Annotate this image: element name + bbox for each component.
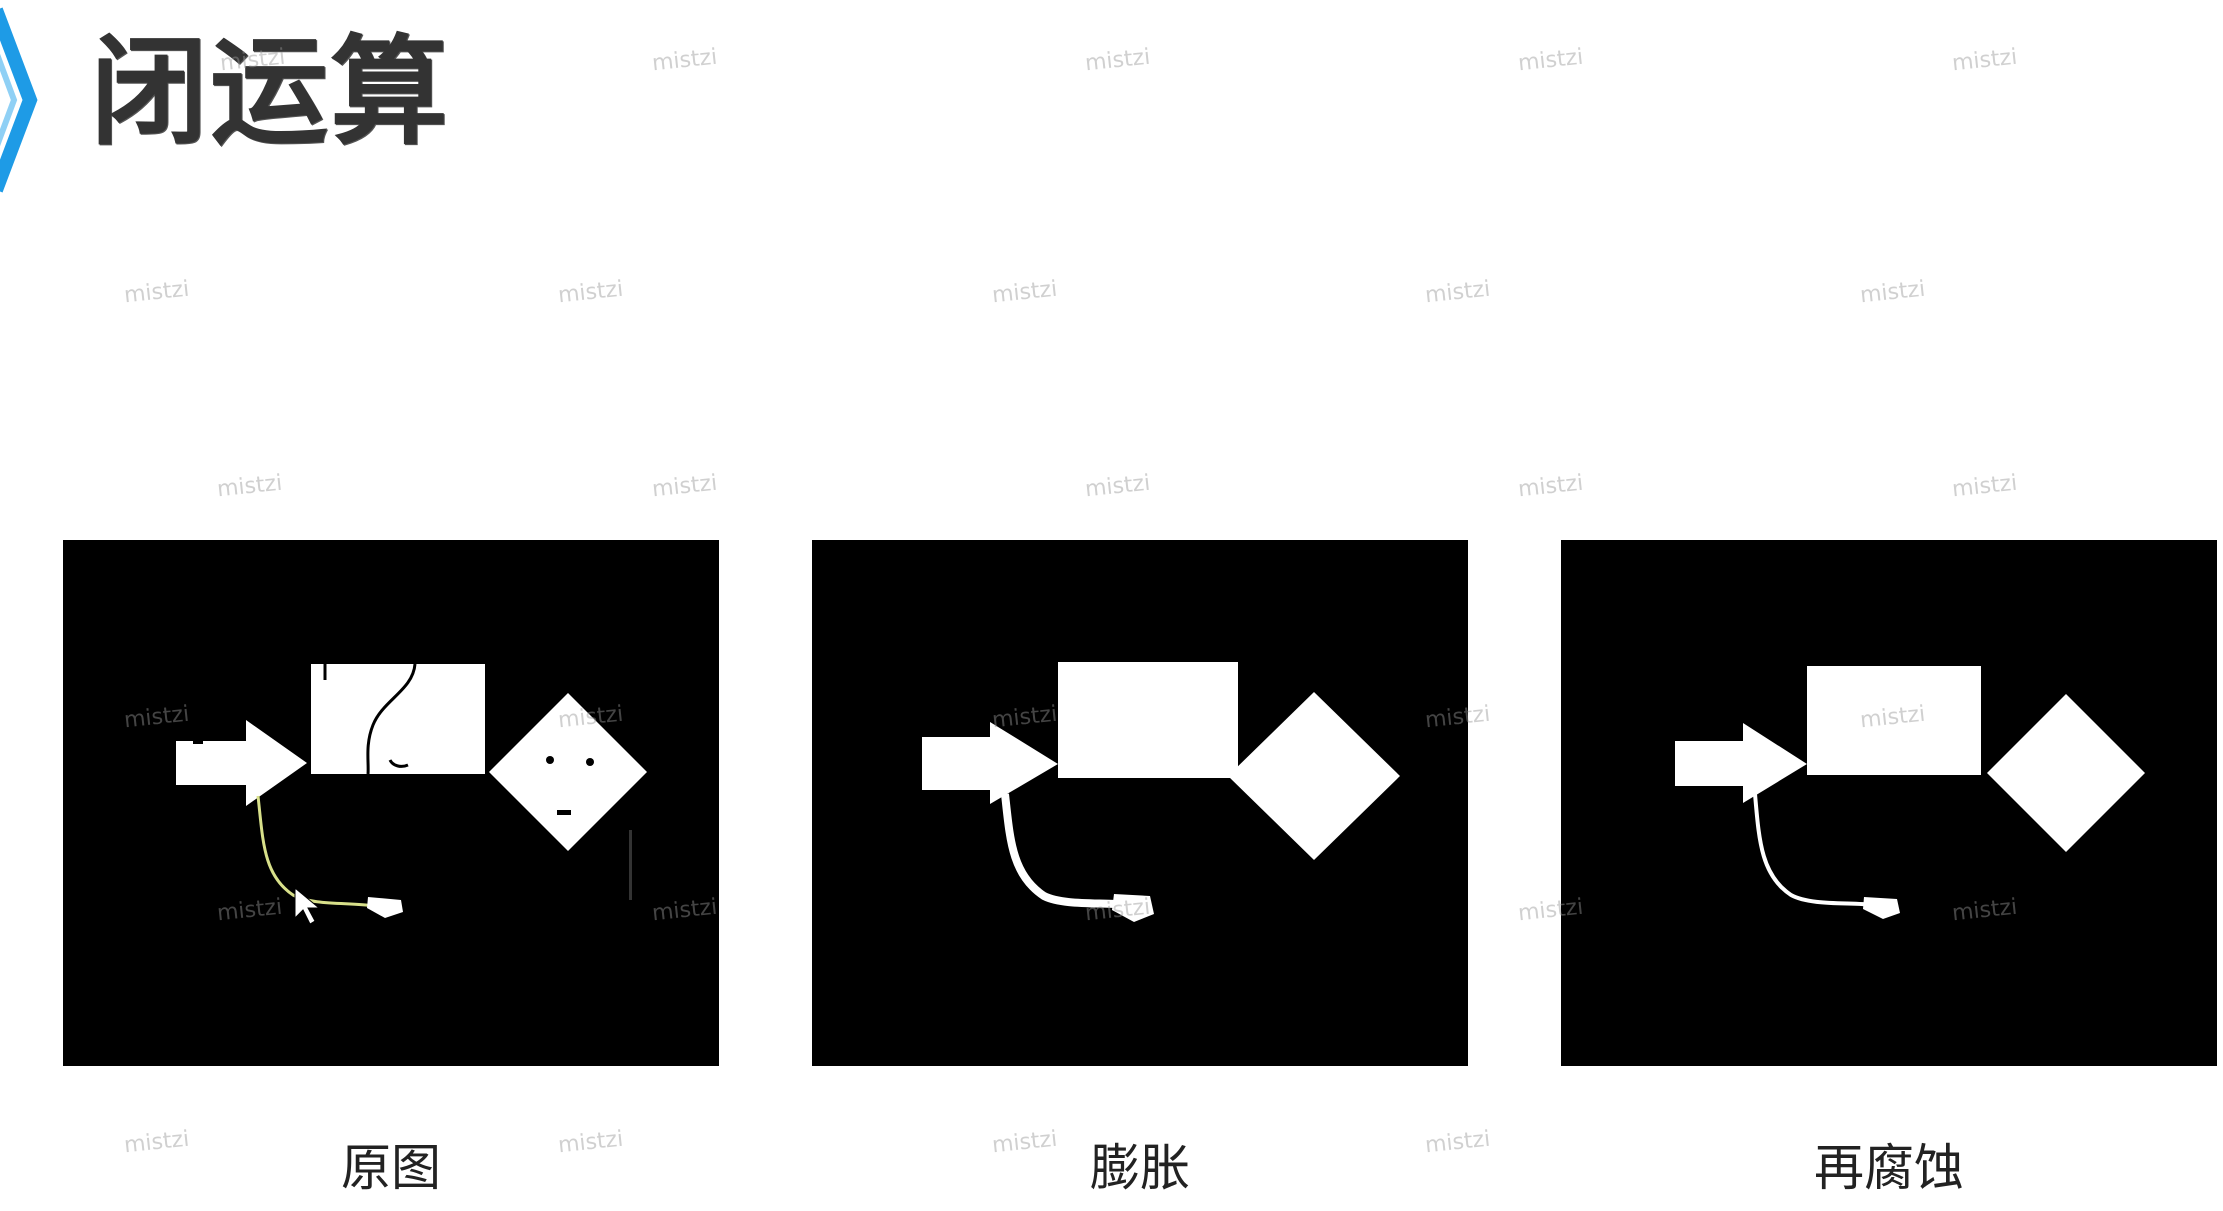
watermark: mistzi	[1858, 276, 1927, 309]
arrow-shape	[176, 720, 307, 806]
watermark: mistzi	[650, 44, 719, 77]
rectangle-shape	[311, 664, 485, 774]
watermark: mistzi	[1950, 44, 2019, 77]
arrow-shape	[1675, 723, 1807, 803]
rectangle-shape	[1058, 662, 1238, 778]
watermark: mistzi	[215, 470, 284, 503]
slide-title: 闭运算	[90, 23, 451, 161]
chevron-accent-icon	[0, 7, 38, 193]
watermark: mistzi	[1950, 470, 2019, 503]
arrow-shape	[922, 722, 1058, 804]
diamond-shape	[1987, 694, 2145, 852]
diamond-shape	[489, 693, 647, 851]
diamond-shape	[1228, 692, 1400, 860]
watermark: mistzi	[1516, 470, 1585, 503]
original-image	[63, 540, 719, 1066]
caption-dilate: 膨胀	[1090, 1139, 1190, 1197]
watermark: mistzi	[1423, 276, 1492, 309]
watermark: mistzi	[556, 276, 625, 309]
watermark: mistzi	[1083, 44, 1152, 77]
dilated-image	[812, 540, 1468, 1066]
rectangle-shape	[1807, 666, 1981, 775]
closed-image	[1561, 540, 2217, 1066]
watermark: mistzi	[1516, 44, 1585, 77]
watermark: mistzi	[122, 276, 191, 309]
caption-close: 再腐蚀	[1814, 1139, 1964, 1197]
watermark: mistzi	[650, 470, 719, 503]
watermark: mistzi	[1083, 470, 1152, 503]
watermark: mistzi	[990, 276, 1059, 309]
caption-original: 原图	[341, 1139, 441, 1197]
